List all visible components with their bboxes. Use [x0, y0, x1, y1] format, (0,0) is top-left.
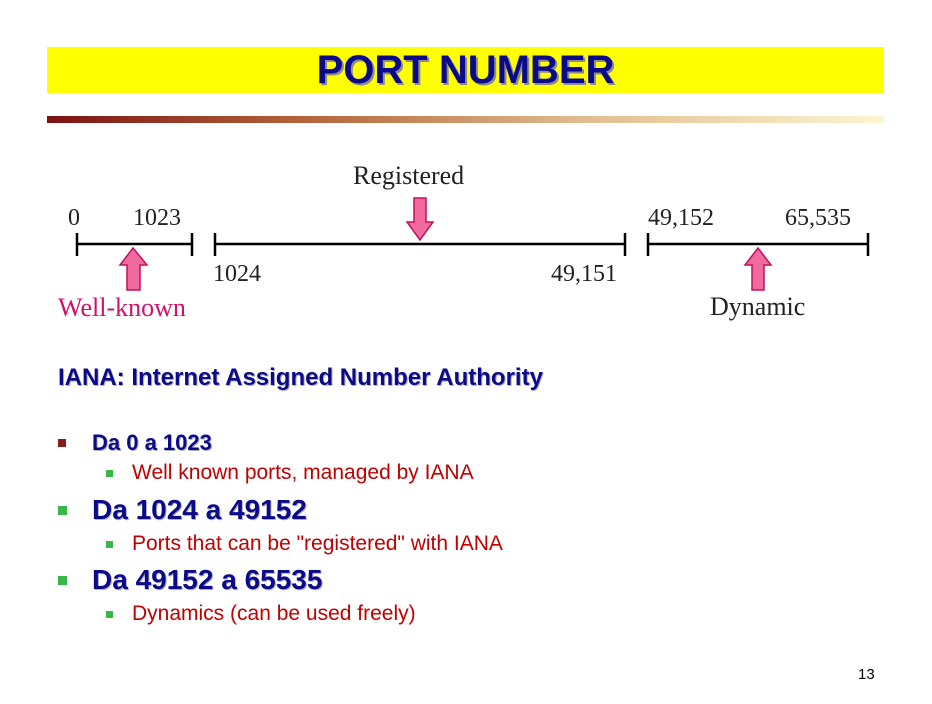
well-known-range-line	[75, 233, 194, 256]
bullet-square-icon	[58, 575, 67, 585]
registered-down-arrow-icon	[405, 197, 435, 242]
slide-title: PORT NUMBER	[316, 47, 615, 92]
sub-bullet-item-1: Well known ports, managed by IANA	[106, 461, 474, 485]
bullet-item-1: Da 0 a 1023	[58, 430, 212, 456]
sub-bullet-text: Dynamics (can be used freely)	[132, 602, 416, 625]
bullet-square-icon	[58, 505, 67, 515]
sub-bullet-square-icon	[106, 469, 113, 477]
title-divider	[47, 116, 884, 123]
dynamic-range-line	[646, 233, 870, 256]
tick-label-65535: 65,535	[785, 205, 851, 231]
sub-bullet-square-icon	[106, 610, 113, 618]
tick-label-1024: 1024	[213, 261, 261, 287]
registered-label: Registered	[353, 161, 464, 190]
bullet-item-3: Da 49152 a 65535	[58, 564, 322, 596]
iana-heading: IANA: Internet Assigned Number Authority	[58, 364, 543, 391]
well-known-up-arrow-icon	[118, 246, 149, 291]
sub-bullet-item-2: Ports that can be "registered" with IANA	[106, 532, 503, 556]
registered-range-line	[213, 233, 627, 256]
bullet-text: Da 0 a 1023	[92, 430, 212, 455]
tick-label-49151: 49,151	[551, 261, 617, 287]
dynamic-up-arrow-icon	[743, 246, 773, 291]
bullet-text: Da 1024 a 49152	[92, 494, 307, 525]
page-number: 13	[858, 666, 875, 683]
sub-bullet-text: Ports that can be "registered" with IANA	[132, 532, 503, 555]
tick-label-49152: 49,152	[648, 205, 714, 231]
sub-bullet-square-icon	[106, 540, 113, 548]
sub-bullet-item-3: Dynamics (can be used freely)	[106, 602, 416, 626]
tick-label-1023: 1023	[133, 205, 181, 231]
bullet-item-2: Da 1024 a 49152	[58, 494, 307, 526]
bullet-square-icon	[58, 439, 66, 447]
sub-bullet-text: Well known ports, managed by IANA	[132, 461, 474, 484]
well-known-label: Well-known	[58, 293, 186, 322]
dynamic-label: Dynamic	[710, 292, 805, 321]
tick-label-0: 0	[68, 205, 80, 231]
port-range-diagram: 0 1023 1024 49,151 49,152 65,535 Registe…	[58, 161, 870, 322]
bullet-text: Da 49152 a 65535	[92, 564, 323, 595]
title-bar: PORT NUMBER	[47, 47, 884, 93]
